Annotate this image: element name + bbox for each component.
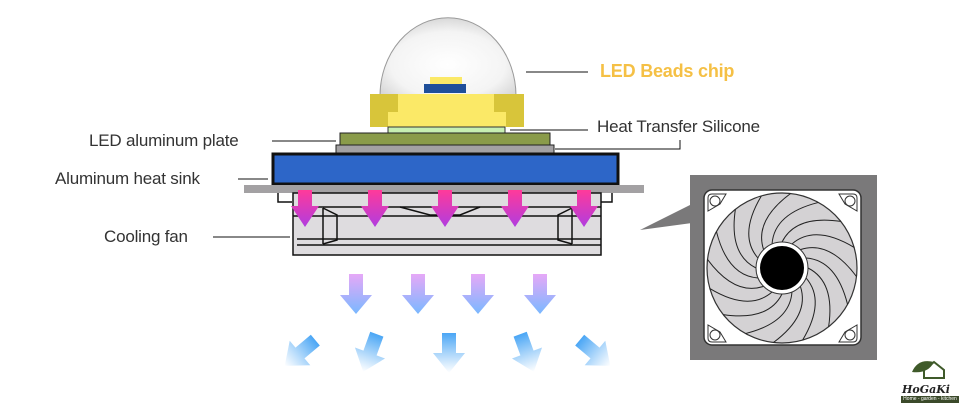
airflow-arrow (284, 334, 320, 366)
fan-blade (748, 195, 762, 259)
heat-arrow (570, 190, 598, 227)
airflow-arrow (524, 274, 556, 314)
fan-blade (781, 219, 841, 243)
led-aluminum-plate (339, 132, 551, 146)
airflow-arrow (575, 334, 611, 366)
fan-blade (761, 193, 791, 250)
fan-blade (791, 234, 855, 248)
airflow-arrow (462, 274, 494, 314)
airflow-arrow (340, 274, 372, 314)
led-package-left-notch (388, 112, 398, 127)
label-cooling-fan: Cooling fan (104, 227, 188, 246)
fan-blade (771, 201, 819, 245)
fan-blade (745, 291, 793, 335)
led-chip-base (424, 84, 466, 93)
heat-arrow (361, 190, 389, 227)
airflow-arrows-row-2 (284, 331, 611, 373)
fan-blade (805, 257, 849, 305)
fan-blade (800, 247, 857, 277)
heat-arrow (501, 190, 529, 227)
fan-blades (707, 193, 857, 343)
heat-flow-arrows (291, 190, 598, 227)
fan-hub (760, 246, 804, 290)
airflow-arrow (354, 331, 386, 372)
airflow-arrow (402, 274, 434, 314)
led-aluminum-plate-base (335, 144, 555, 154)
logo-tagline: Home - garden - kitchen (901, 396, 959, 403)
airflow-arrow (511, 331, 543, 372)
heat-sink-gray-plate (244, 185, 644, 193)
hogaki-logo-icon (912, 360, 945, 379)
led-package-right-notch (494, 112, 506, 127)
leader-aluminum-plate-right (555, 140, 681, 150)
callout-pointer (640, 204, 692, 230)
heat-transfer-silicone (387, 126, 506, 134)
label-led-aluminum-plate: LED aluminum plate (89, 131, 239, 150)
led-chip (430, 77, 462, 87)
fan-blade (733, 209, 757, 269)
fan-blade (802, 277, 816, 341)
heat-arrow (431, 190, 459, 227)
led-dome-lens (379, 17, 517, 97)
fan-corner-mounts (707, 193, 858, 343)
fan-blade (715, 231, 759, 279)
fan-blade (723, 293, 783, 317)
fan-blade (707, 259, 764, 289)
aluminum-heat-sink (271, 152, 620, 186)
airflow-arrows-row-1 (340, 274, 556, 314)
label-heat-transfer-silicone: Heat Transfer Silicone (597, 117, 760, 136)
label-aluminum-heat-sink: Aluminum heat sink (55, 169, 200, 188)
logo-wordmark: HoGaKi (902, 383, 950, 396)
heat-arrow (291, 190, 319, 227)
fan-blade (807, 267, 831, 327)
fan-blade (709, 288, 773, 302)
label-led-beads-chip: LED Beads chip (600, 61, 735, 81)
fan-bracket (277, 193, 613, 203)
fan-blade (773, 286, 803, 343)
airflow-arrow (433, 333, 465, 373)
